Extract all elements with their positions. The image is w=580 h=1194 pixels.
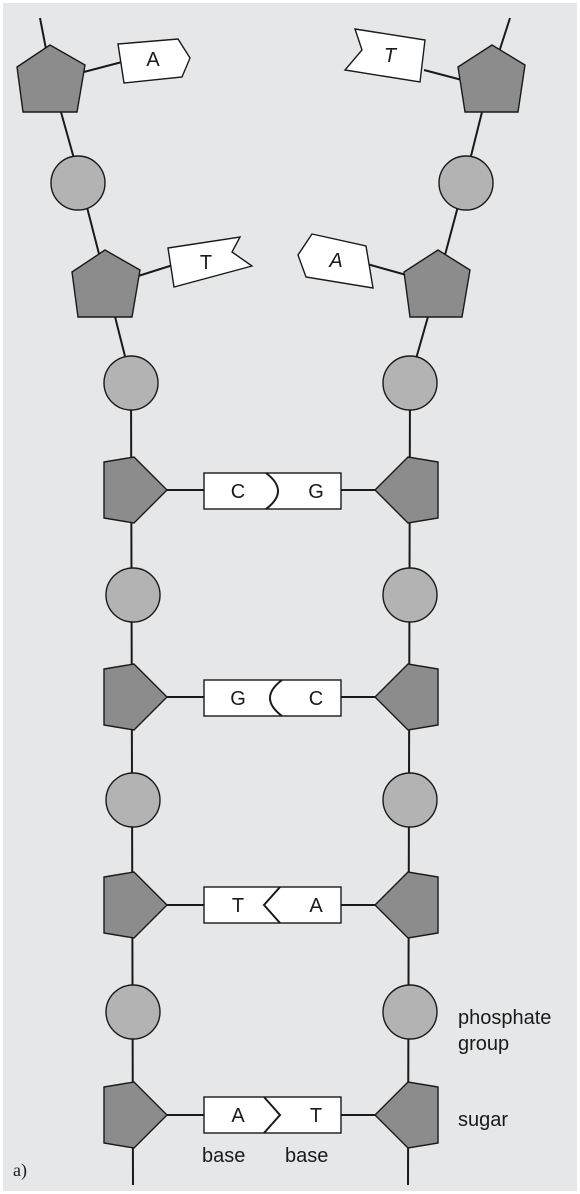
sugar [16,44,86,113]
open-base-right-top: T [343,28,426,83]
sugar [403,249,471,318]
phosphate-group [382,355,438,411]
base-pair-3: T A [203,886,342,924]
phosphate-group [103,355,159,411]
phosphate-label-line1: phosphate [458,1007,551,1029]
base-pair-2: G C [203,679,342,717]
base-letter: T [232,895,244,917]
open-base-left-top: A [117,38,191,84]
base-letter: A [309,895,323,917]
base-letter: T [310,1105,322,1127]
phosphate-group [105,772,161,828]
sugar [71,249,141,318]
bond [134,264,174,278]
sugars [16,44,526,1149]
sugar [103,663,168,731]
sugar [374,1081,439,1149]
sugar [103,456,168,524]
sugar [103,1081,168,1149]
base-pairs: C G G C T A A T [203,472,342,1134]
sugar [374,663,439,731]
labels: phosphate group sugar base base a) [13,1007,551,1181]
base-letter: G [230,688,246,710]
pair-junction-curve [265,472,279,510]
sugar [103,871,168,939]
base-letter: T [200,252,212,274]
base-letter: A [231,1105,245,1127]
phosphate-group [382,984,438,1040]
base-pair-1: C G [203,472,342,510]
panel-label: a) [13,1160,27,1181]
base-label-left: base [202,1145,245,1167]
bond [423,69,463,81]
sugar [374,871,439,939]
base-label-right: base [285,1145,328,1167]
phosphate-label-line2: group [458,1033,509,1055]
base-letter: A [328,250,342,272]
base-letter: T [384,45,398,67]
base-pair-4: A T [203,1096,342,1134]
phosphate-group [105,567,161,623]
base-letter: C [309,688,323,710]
sugar [457,44,526,113]
base-letter: A [146,49,160,71]
pair-junction-curve [269,679,283,717]
phosphate-group [438,155,494,211]
open-bases: A T T A [117,28,426,289]
pair-junction-notch [263,1096,282,1134]
bonds [79,61,463,1116]
phosphate-groups [50,155,494,1040]
phosphate-group [382,567,438,623]
phosphate-group [50,155,106,211]
pair-junction-notch [262,886,281,924]
bond [79,61,123,74]
open-base-left-mid: T [167,236,254,288]
base-letter: G [308,481,324,503]
sugar [374,456,439,524]
bond [366,263,411,277]
sugar-label: sugar [458,1109,508,1131]
phosphate-group [105,984,161,1040]
phosphate-group [382,772,438,828]
base-letter: C [231,481,245,503]
open-base-right-mid: A [297,233,374,289]
